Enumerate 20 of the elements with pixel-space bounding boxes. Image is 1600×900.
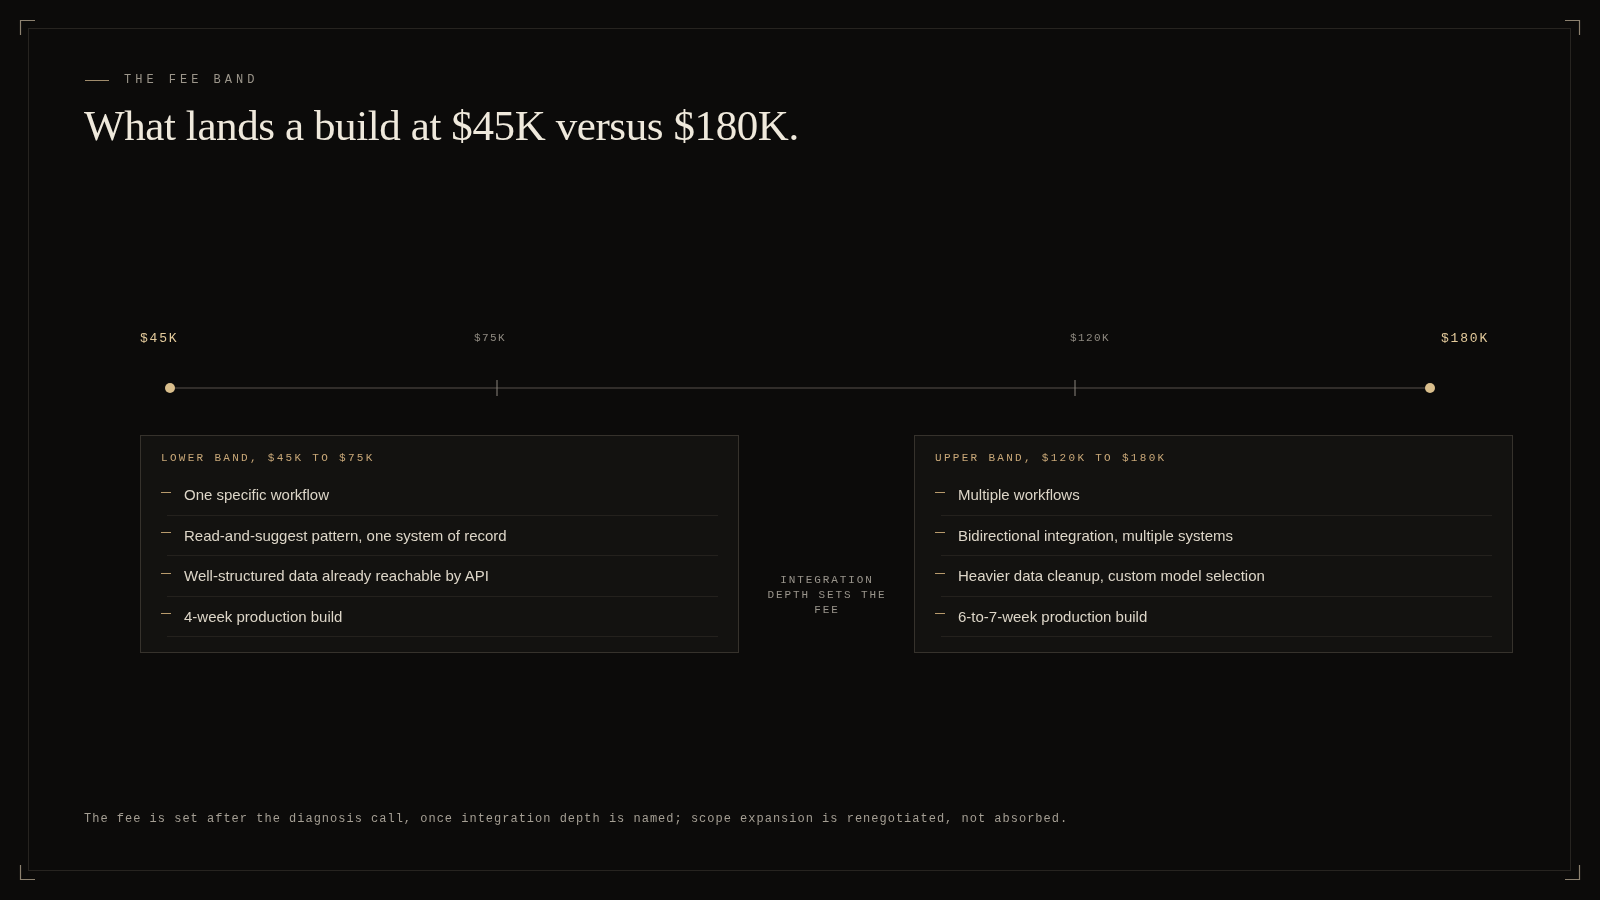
- band-item: Heavier data cleanup, custom model selection: [958, 566, 1265, 587]
- scale-label: $120K: [1070, 331, 1110, 346]
- band-item: 4-week production build: [184, 606, 343, 627]
- eyebrow-label: THE FEE BAND: [124, 72, 259, 88]
- scale-label: $75K: [474, 331, 506, 346]
- footnote-text: The fee is set after the diagnosis call, once integration depth is named; scope expansion is renegotiated, not absorbed.: [84, 811, 1069, 827]
- band-heading: LOWER BAND, $45K TO $75K: [161, 451, 376, 465]
- band-item: Well-structured data already reachable by API: [184, 566, 489, 587]
- band-panel: [914, 435, 1513, 653]
- band-item: Multiple workflows: [958, 485, 1080, 506]
- scale-label: $45K: [140, 331, 179, 347]
- band-item: 6-to-7-week production build: [958, 606, 1148, 627]
- center-note: INTEGRATION DEPTH SETS THE FEE: [766, 573, 888, 618]
- band-item: One specific workflow: [184, 485, 330, 506]
- band-item: Read-and-suggest pattern, one system of record: [184, 525, 507, 546]
- slide-title: What lands a build at $45K versus $180K.: [84, 101, 799, 151]
- band-panel: [140, 435, 739, 653]
- band-heading: UPPER BAND, $120K TO $180K: [935, 451, 1168, 465]
- band-item: Bidirectional integration, multiple systems: [958, 525, 1234, 546]
- scale-label: $180K: [1441, 331, 1489, 347]
